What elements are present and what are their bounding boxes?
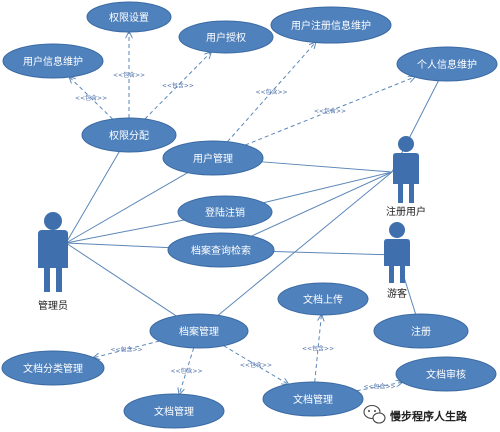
association-admin-user_mgmt [65, 172, 188, 244]
usecase-doc-mgmt-a-label: 文档管理 [154, 405, 194, 418]
association-lines [65, 80, 439, 317]
usecase-user-mgmt-shape [162, 140, 264, 176]
usecase-doc-category-shape [1, 350, 105, 386]
usecase-user-mgmt[interactable]: 用户管理 [162, 140, 264, 176]
usecase-doc-mgmt-a[interactable]: 文档管理 [123, 393, 225, 429]
include-label: <<包含>> [302, 344, 334, 352]
usecase-doc-upload-shape [277, 282, 369, 316]
usecase-user-info-label: 用户信息维护 [23, 55, 83, 68]
include-arrow-perm_assign-user_info [69, 77, 113, 120]
usecase-doc-upload-label: 文档上传 [303, 293, 343, 306]
usecase-perm-set-shape [86, 1, 172, 33]
usecase-archive-query-label: 档案查询检索 [191, 244, 251, 257]
association-reg-archive_mgmt [217, 171, 393, 316]
include-label: <<包含>> [255, 88, 287, 96]
include-arrow-perm_assign-user_auth [144, 52, 211, 120]
usecase-register-shape [373, 313, 469, 349]
include-arrow-archive_mgmt-doc_mgmt_b [223, 345, 289, 385]
usecase-login-shape [177, 195, 273, 229]
association-admin-archive_query [65, 242, 169, 249]
include-arrow-user_mgmt-reg_info [227, 42, 315, 143]
actor-registered-user-icon [393, 136, 419, 203]
actor-admin-label: 管理员 [38, 299, 68, 312]
include-label: <<包含>> [113, 71, 145, 79]
usecase-register[interactable]: 注册 [373, 313, 469, 349]
include-label: <<包含>> [240, 361, 272, 369]
usecase-doc-mgmt-b[interactable]: 文档管理 [262, 381, 364, 417]
association-reg-archive_query [251, 171, 393, 237]
include-arrow-archive_mgmt-doc_category [94, 340, 160, 358]
usecase-archive-query[interactable]: 档案查询检索 [167, 232, 275, 268]
association-reg-user_mgmt [261, 161, 393, 173]
usecase-perm-set[interactable]: 权限设置 [86, 1, 172, 33]
usecase-login-label: 登陆注销 [205, 206, 245, 219]
usecase-user-auth-label: 用户授权 [206, 31, 246, 44]
include-arrow-archive_mgmt-doc_mgmt_a [179, 347, 195, 394]
usecase-doc-category-label: 文档分类管理 [23, 362, 83, 375]
include-label: <<包含>> [75, 94, 107, 102]
usecase-personal-info-shape [396, 46, 498, 82]
include-arrow-user_mgmt-personal_info [245, 77, 414, 146]
usecase-doc-category[interactable]: 文档分类管理 [1, 350, 105, 386]
include-dependencies: <<包含>> <<包含>> <<包含>> <<包含>> <<包含>> <<包含>> <<包含… [69, 32, 414, 394]
include-arrow-doc_mgmt_b-doc_review [356, 382, 402, 392]
wechat-icon [363, 404, 386, 424]
usecase-doc-mgmt-b-label: 文档管理 [293, 393, 333, 406]
include-label: <<包含>> [363, 383, 395, 391]
usecase-user-auth-shape [178, 20, 274, 54]
actor-admin[interactable]: 管理员 [38, 212, 68, 312]
include-label: <<包含>> [110, 345, 142, 353]
usecase-archive-mgmt-shape [149, 313, 249, 349]
usecase-doc-review-label: 文档审核 [426, 368, 466, 381]
include-label: <<包含>> [314, 107, 346, 115]
usecase-perm-assign[interactable]: 权限分配 [81, 117, 177, 153]
actor-guest[interactable]: 游客 [384, 222, 410, 300]
association-admin-perm_assign [65, 151, 120, 244]
usecase-archive-query-shape [167, 232, 275, 268]
usecase-personal-info[interactable]: 个人信息维护 [396, 46, 498, 82]
association-admin-login [65, 219, 185, 244]
actor-admin-icon [38, 212, 68, 292]
association-reg-login [263, 171, 393, 204]
usecase-perm-assign-label: 权限分配 [109, 129, 149, 142]
include-label: <<包含>> [170, 367, 202, 375]
usecase-user-info-shape [2, 43, 104, 79]
usecase-user-auth[interactable]: 用户授权 [178, 20, 274, 54]
usecase-doc-review[interactable]: 文档审核 [395, 356, 497, 392]
watermark-label: 慢步程序人生路 [390, 409, 468, 423]
usecase-perm-set-label: 权限设置 [109, 11, 149, 24]
usecase-login[interactable]: 登陆注销 [177, 195, 273, 229]
usecase-archive-mgmt[interactable]: 档案管理 [149, 313, 249, 349]
include-label: <<包含>> [162, 82, 194, 90]
association-admin-archive_mgmt [65, 242, 177, 317]
actor-registered-user[interactable]: 注册用户 [386, 136, 426, 218]
watermark: 慢步程序人生路 [363, 404, 468, 424]
usecase-personal-info-label: 个人信息维护 [417, 58, 477, 71]
usecase-reg-info[interactable]: 用户注册信息维护 [270, 6, 392, 44]
actor-guest-label: 游客 [387, 287, 407, 300]
usecase-doc-mgmt-a-shape [123, 393, 225, 429]
actor-guest-icon [384, 222, 410, 283]
usecase-doc-mgmt-b-shape [262, 381, 364, 417]
include-arrow-doc_mgmt_b-doc_upload [314, 315, 322, 383]
association-guest-archive_query [273, 251, 398, 256]
usecase-reg-info-label: 用户注册信息维护 [291, 19, 371, 32]
usecase-perm-assign-shape [81, 117, 177, 153]
usecase-doc-upload[interactable]: 文档上传 [277, 282, 369, 316]
usecase-register-label: 注册 [411, 325, 431, 338]
usecase-doc-review-shape [395, 356, 497, 392]
usecase-user-mgmt-label: 用户管理 [193, 152, 233, 165]
usecase-reg-info-shape [270, 6, 392, 44]
actor-registered-user-label: 注册用户 [386, 205, 426, 218]
usecase-archive-mgmt-label: 档案管理 [179, 325, 219, 338]
usecase-user-info[interactable]: 用户信息维护 [2, 43, 104, 79]
